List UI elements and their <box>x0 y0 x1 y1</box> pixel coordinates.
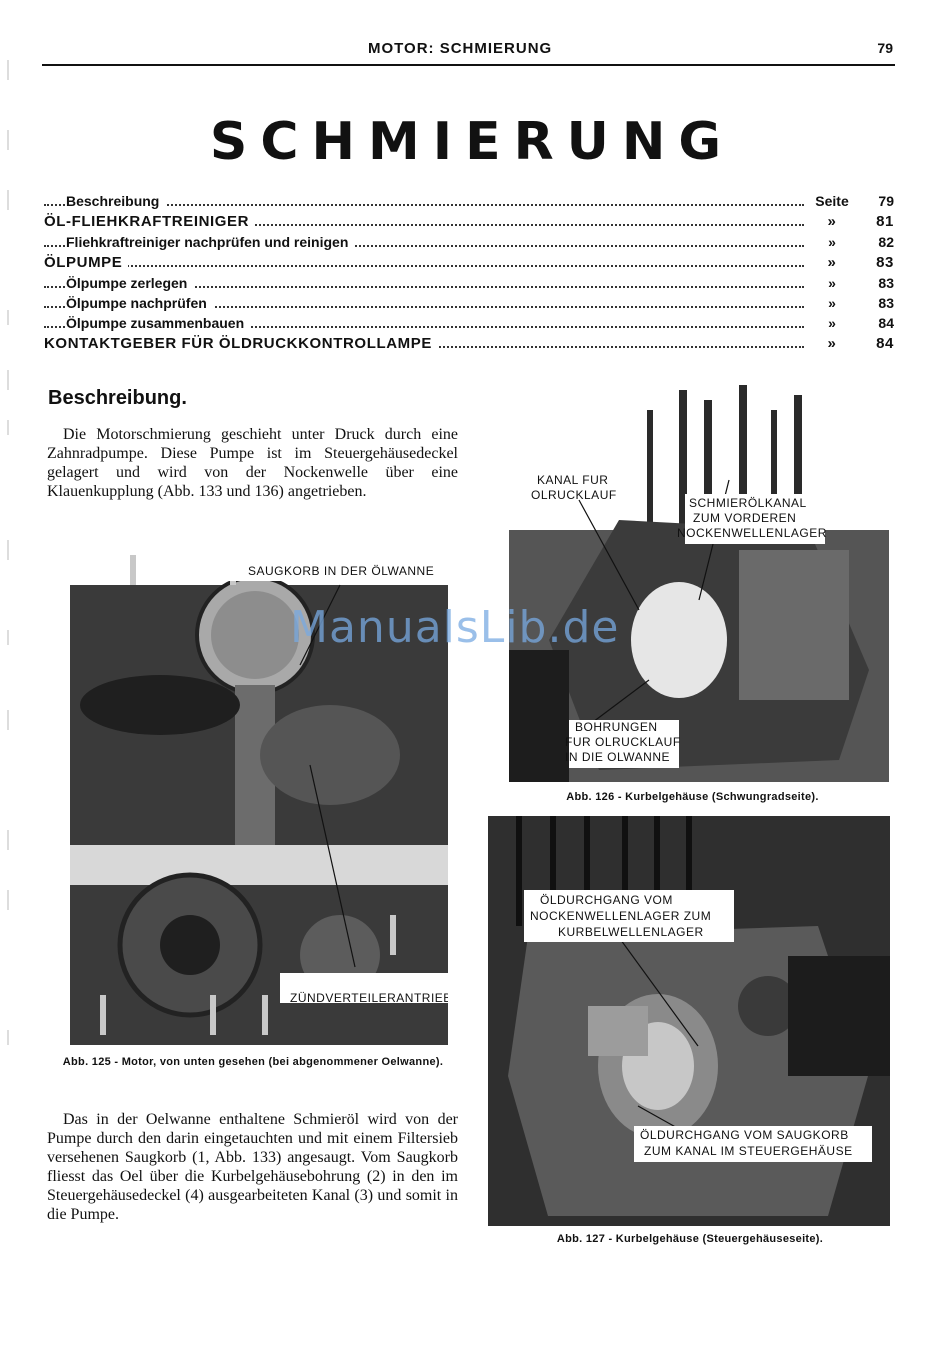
toc-dot-leader <box>44 326 804 328</box>
toc-entry-page: 84 <box>876 335 894 352</box>
toc-ref-mark: » <box>804 293 860 313</box>
toc-entry-page: 79 <box>878 193 894 209</box>
table-of-contents: Beschreibung Seite 79 ÖL-FLIEHKRAFTREINI… <box>44 191 896 354</box>
toc-entry-page: 83 <box>876 254 894 271</box>
toc-entry-page: 83 <box>878 275 894 291</box>
toc-entry[interactable]: Ölpumpe zusammenbauen » 84 <box>44 313 896 333</box>
toc-entry-label: Ölpumpe nachprüfen <box>66 295 213 311</box>
toc-entry[interactable]: ÖLPUMPE » 83 <box>44 252 896 273</box>
crankcase-flywheel-side-illustration <box>509 380 889 782</box>
toc-entry[interactable]: ÖL-FLIEHKRAFTREINIGER » 81 <box>44 211 896 232</box>
toc-ref-mark: » <box>804 211 860 232</box>
label-in-die-olwanne: IN DIE OLWANNE <box>565 750 671 764</box>
label-oeldurchgang-vom-1: ÖLDURCHGANG VOM <box>540 893 673 907</box>
label-oeldurchgang-vom-saugkorb: ÖLDURCHGANG VOM SAUGKORB <box>640 1128 849 1142</box>
page-number: 79 <box>877 40 893 56</box>
toc-entry-label: Beschreibung <box>66 193 166 209</box>
toc-entry-label: ÖLPUMPE <box>44 254 129 271</box>
label-zum-vorderen: ZUM VORDEREN <box>693 511 797 525</box>
toc-seite-label: Seite <box>804 191 860 211</box>
engine-underside-illustration <box>70 555 448 1045</box>
toc-entry-label: Ölpumpe zerlegen <box>66 275 194 291</box>
toc-entry-page: 82 <box>878 234 894 250</box>
section-heading: Beschreibung. <box>48 387 187 409</box>
figure-127-caption: Abb. 127 - Kurbelgehäuse (Steuergehäuses… <box>556 1233 824 1245</box>
label-zum-kanal-im-steuergehaeuse: ZUM KANAL IM STEUERGEHÄUSE <box>644 1144 853 1158</box>
label-schmieroelkanal: SCHMIERÖLKANAL <box>689 496 807 510</box>
figure-126-photo: KANAL FUR OLRUCKLAUF SCHMIERÖLKANAL ZUM … <box>509 380 889 782</box>
toc-entry-page: 83 <box>878 295 894 311</box>
toc-ref-mark: » <box>804 273 860 293</box>
toc-dot-leader <box>44 306 804 308</box>
label-zuendverteilerantrieb: ZÜNDVERTEILERANTRIEB <box>290 991 448 1005</box>
crankcase-timing-side-illustration <box>488 816 890 1226</box>
running-header: MOTOR: SCHMIERUNG 79 <box>42 38 895 66</box>
toc-entry[interactable]: KONTAKTGEBER FÜR ÖLDRUCKKONTROLLAMPE » 8… <box>44 333 896 354</box>
toc-dot-leader <box>44 204 804 206</box>
page-title: SCHMIERUNG <box>209 112 735 172</box>
running-header-title: MOTOR: SCHMIERUNG <box>368 40 553 57</box>
toc-dot-leader <box>44 224 804 226</box>
body-paragraph-1: Die Motorschmierung geschieht unter Druc… <box>47 426 458 500</box>
toc-entry-page: 84 <box>878 315 894 331</box>
toc-ref-mark: » <box>804 232 860 252</box>
label-saugkorb: SAUGKORB IN DER ÖLWANNE <box>248 564 435 578</box>
toc-ref-mark: » <box>804 333 860 354</box>
toc-dot-leader <box>44 245 804 247</box>
label-bohrungen: BOHRUNGEN <box>575 720 658 734</box>
label-kanal-fuer: KANAL FUR <box>537 473 609 487</box>
label-fuer-olruecklauf: FUR OLRUCKLAUF <box>565 735 681 749</box>
label-olruecklauf: OLRUCKLAUF <box>531 488 617 502</box>
toc-entry-label: Fliehkraftreiniger nachprüfen und reinig… <box>66 234 355 250</box>
body-paragraph-2: Das in der Oelwanne enthaltene Schmieröl… <box>47 1111 458 1223</box>
figure-125-photo: SAUGKORB IN DER ÖLWANNE ZÜNDVERTEILERANT… <box>70 555 448 1045</box>
toc-entry-label: KONTAKTGEBER FÜR ÖLDRUCKKONTROLLAMPE <box>44 335 438 352</box>
figure-127-photo: ÖLDURCHGANG VOM NOCKENWELLENLAGER ZUM KU… <box>488 816 890 1226</box>
toc-entry-page: 81 <box>876 213 894 230</box>
watermark: ManualsLib.de <box>290 602 620 653</box>
margin-scan-marks <box>7 60 9 1045</box>
toc-ref-mark: » <box>804 313 860 333</box>
figure-125-caption: Abb. 125 - Motor, von unten gesehen (bei… <box>62 1056 444 1068</box>
label-kurbelwellenlager: KURBELWELLENLAGER <box>558 925 704 939</box>
toc-entry-label: ÖL-FLIEHKRAFTREINIGER <box>44 213 256 230</box>
toc-entry[interactable]: Ölpumpe nachprüfen » 83 <box>44 293 896 313</box>
toc-entry[interactable]: Fliehkraftreiniger nachprüfen und reinig… <box>44 232 896 252</box>
label-nockenwellenlager: NOCKENWELLENLAGER <box>677 526 827 540</box>
toc-ref-mark: » <box>804 252 860 273</box>
label-nockenwellenlager-zum: NOCKENWELLENLAGER ZUM <box>530 909 712 923</box>
toc-entry[interactable]: Ölpumpe zerlegen » 83 <box>44 273 896 293</box>
toc-dot-leader <box>44 265 804 267</box>
toc-dot-leader <box>44 286 804 288</box>
toc-entry[interactable]: Beschreibung Seite 79 <box>44 191 896 211</box>
figure-126-caption: Abb. 126 - Kurbelgehäuse (Schwungradseit… <box>566 791 819 803</box>
toc-entry-label: Ölpumpe zusammenbauen <box>66 315 251 331</box>
